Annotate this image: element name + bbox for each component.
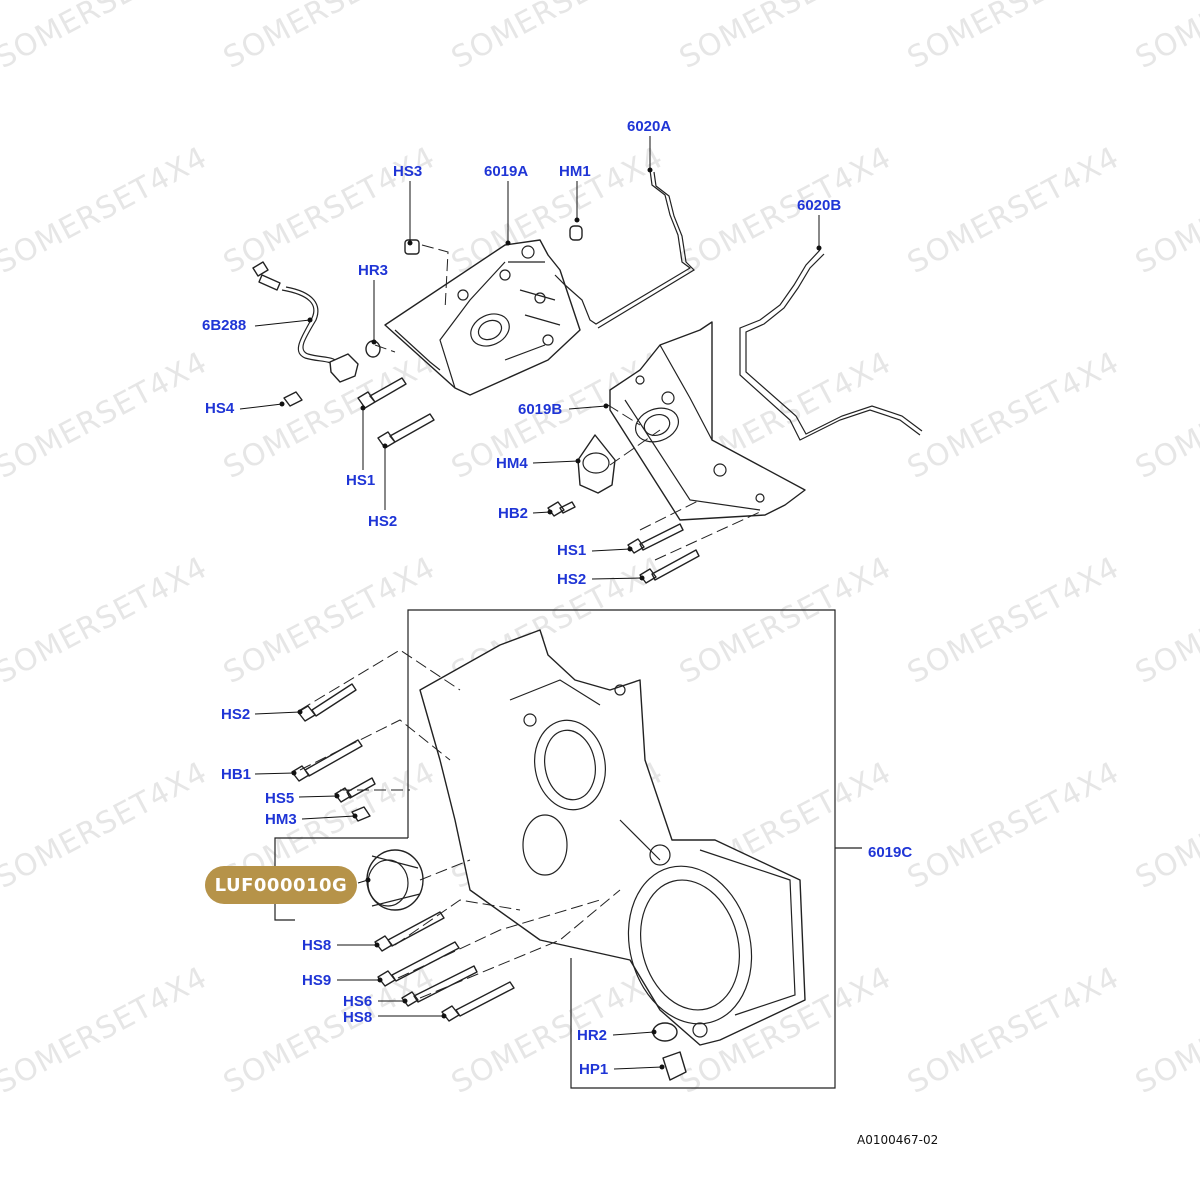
oil-seal-luf000010g[interactable] — [366, 849, 424, 911]
callout-hm1[interactable]: HM1 — [559, 163, 591, 180]
callout-hp1[interactable]: HP1 — [579, 1061, 609, 1078]
callout-hs5[interactable]: HS5 — [265, 790, 295, 807]
callout-hs6[interactable]: HS6 — [343, 993, 373, 1010]
cover-plate-6019b — [609, 321, 806, 521]
callout-hs2b[interactable]: HS2 — [557, 571, 587, 588]
callout-hs1b[interactable]: HS1 — [557, 542, 587, 559]
callout-hr2[interactable]: HR2 — [577, 1027, 608, 1044]
callout-hs3[interactable]: HS3 — [393, 163, 423, 180]
callout-hs1a[interactable]: HS1 — [346, 472, 376, 489]
callout-hs9[interactable]: HS9 — [302, 972, 332, 989]
callout-6020a[interactable]: 6020A — [627, 118, 672, 135]
callout-hs8a[interactable]: HS8 — [302, 937, 332, 954]
diagram-reference-code: A0100467-02 — [857, 1133, 939, 1147]
callout-6019c[interactable]: 6019C — [868, 844, 913, 861]
sensor-6b288 — [252, 261, 359, 383]
callout-6020b[interactable]: 6020B — [797, 197, 842, 214]
callout-hs8b[interactable]: HS8 — [343, 1009, 373, 1026]
upper-fasteners — [283, 225, 700, 584]
part-number-badge[interactable]: LUF000010G — [205, 866, 357, 904]
timing-cover-6019c — [419, 629, 806, 1046]
seal-hm4 — [577, 434, 616, 494]
callout-hs2a[interactable]: HS2 — [368, 513, 398, 530]
callout-hb1[interactable]: HB1 — [221, 766, 252, 783]
callout-hs2c[interactable]: HS2 — [221, 706, 251, 723]
leader-lines — [239, 136, 822, 1070]
callout-hb2[interactable]: HB2 — [498, 505, 529, 522]
callout-6b288[interactable]: 6B288 — [202, 317, 247, 334]
gasket-6020b — [739, 249, 921, 441]
callout-hs4[interactable]: HS4 — [205, 400, 235, 417]
gasket-6020a — [554, 169, 692, 325]
callout-6019b[interactable]: 6019B — [518, 401, 563, 418]
group-bracket-6019c — [407, 609, 862, 1089]
callout-hr3[interactable]: HR3 — [358, 262, 389, 279]
front-cover-6019a — [384, 239, 581, 396]
callout-hm3[interactable]: HM3 — [265, 811, 297, 828]
callout-6019a[interactable]: 6019A — [484, 163, 529, 180]
callout-hm4[interactable]: HM4 — [496, 455, 528, 472]
